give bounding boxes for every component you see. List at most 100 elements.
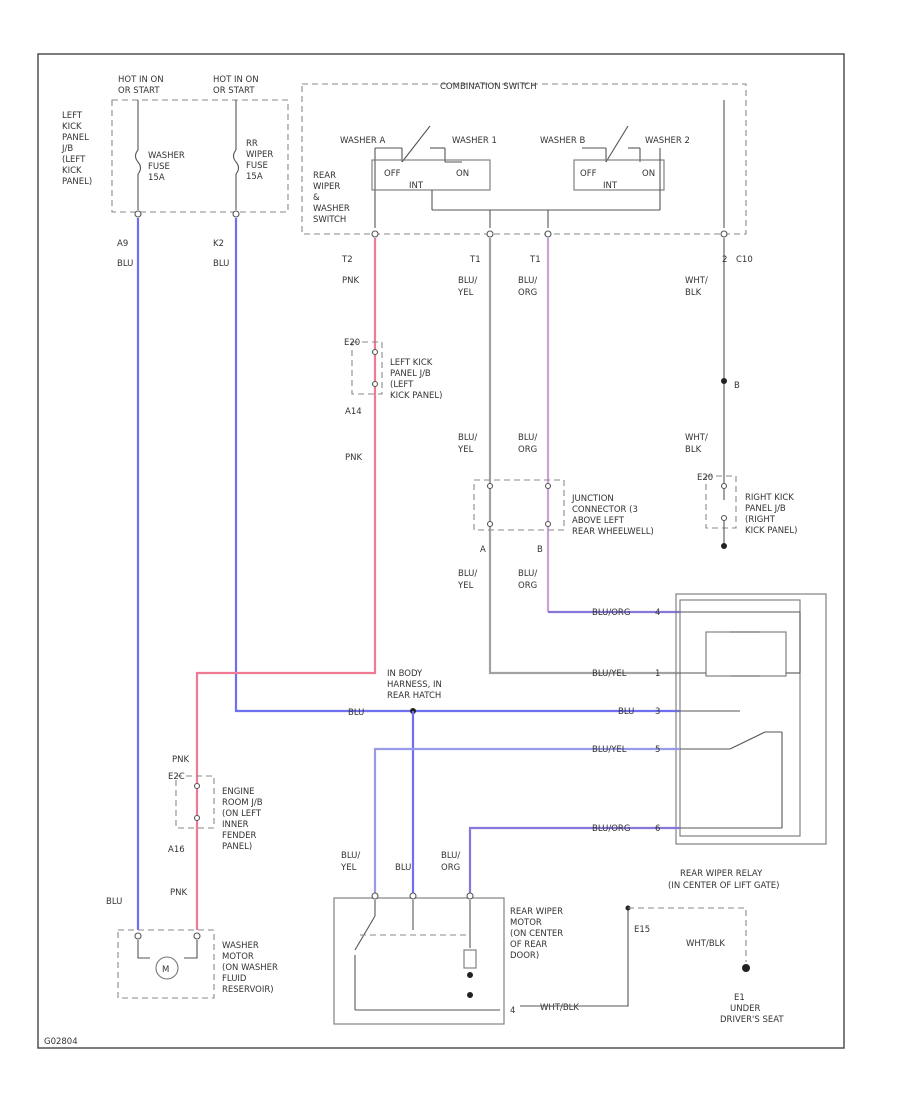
- switch-pin-t2: [371, 230, 379, 238]
- relay-wire-4: BLU/YEL: [592, 745, 627, 755]
- svg-text:HARNESS, IN: HARNESS, IN: [387, 680, 442, 690]
- svg-text:E1: E1: [734, 993, 745, 1003]
- rear-wiper-relay-box: [679, 599, 801, 837]
- svg-text:(ON LEFT: (ON LEFT: [222, 809, 262, 819]
- wire-label-blu-org-2: BLU/: [518, 433, 537, 443]
- wire-label-org-2: ORG: [518, 445, 537, 455]
- wire-label-splice-b: B: [734, 381, 740, 391]
- washer-fuse: WASHER FUSE 15A: [134, 100, 185, 210]
- switch-b-off: OFF: [580, 169, 597, 179]
- relay-coil: [680, 611, 801, 677]
- splice-b: [721, 378, 727, 384]
- wire-label-k2: K2: [213, 239, 224, 249]
- rear-wiper-motor-internals: [354, 900, 500, 1011]
- switch-a-on: ON: [456, 169, 469, 179]
- wire-label-e15: E15: [634, 925, 650, 935]
- svg-text:INNER: INNER: [222, 820, 249, 830]
- fuse-panel-box: [111, 99, 289, 213]
- wire-label-pnk-t2: PNK: [342, 276, 359, 286]
- relay-pin-1: 4: [655, 608, 660, 618]
- ground-e1-dot: [742, 964, 750, 972]
- wire-label-blu-4: BLU: [106, 897, 122, 907]
- svg-text:WASHER: WASHER: [222, 941, 259, 951]
- svg-text:PANEL: PANEL: [62, 133, 89, 143]
- relay-wire-3: BLU: [618, 707, 634, 717]
- svg-text:(ON CENTER: (ON CENTER: [510, 929, 563, 939]
- switch-pin-t1b: [544, 230, 552, 238]
- svg-text:REAR: REAR: [313, 171, 336, 181]
- wire-t1-blu-yel: [488, 238, 680, 675]
- fuse-panel-label: LEFT KICK PANEL J/B (LEFT KICK PANEL): [61, 111, 92, 187]
- svg-text:FUSE: FUSE: [148, 162, 170, 172]
- fuse-pin-k2: [232, 210, 240, 218]
- switch-pin-2: [720, 230, 728, 238]
- svg-text:JUNCTION: JUNCTION: [571, 494, 614, 504]
- wire-k2-blu: [234, 218, 680, 713]
- svg-text:KICK PANEL): KICK PANEL): [390, 391, 442, 401]
- wire-label-yel-2: YEL: [457, 445, 474, 455]
- wire-label-blu-org-3: BLU/: [518, 569, 537, 579]
- wire-label-yel-3: YEL: [457, 581, 474, 591]
- switch-a-off: OFF: [384, 169, 401, 179]
- wire-label-blu-yel-3: BLU/: [458, 569, 477, 579]
- combination-switch-box: [301, 83, 747, 235]
- wire-label-wht-blk-1: WHT/: [685, 276, 708, 286]
- diagram-frame: [37, 53, 845, 1049]
- wire-label-blu-a9: BLU: [117, 259, 133, 269]
- engine-room-pin-label: E2C: [168, 772, 185, 782]
- right-kick-label: RIGHT KICK PANEL J/B (RIGHT KICK PANEL): [745, 493, 797, 536]
- svg-text:WIPER: WIPER: [313, 182, 340, 192]
- wire-blu-org-motor: [468, 826, 680, 893]
- wire-label-wht-blk-2: WHT/: [685, 433, 708, 443]
- svg-text:PANEL J/B: PANEL J/B: [745, 504, 786, 514]
- wire-label-blu-org-5: BLU/: [441, 851, 460, 861]
- washer-switch-b: [547, 125, 665, 228]
- fuse-hot-label-2: HOT IN ON: [213, 75, 259, 85]
- svg-text:RESERVOIR): RESERVOIR): [222, 985, 274, 995]
- svg-text:IN BODY: IN BODY: [387, 669, 423, 679]
- wire-label-blu-yel-2: BLU/: [458, 433, 477, 443]
- wire-label-pnk-2: PNK: [345, 453, 362, 463]
- svg-text:REAR WIPER: REAR WIPER: [510, 907, 563, 917]
- wire-label-a16: A16: [168, 845, 185, 855]
- wire-label-blu-mid: BLU: [348, 708, 364, 718]
- wire-label-t1b: T1: [529, 255, 541, 265]
- rear-wiper-motor-outer: [333, 897, 505, 1025]
- switch-a-int: INT: [409, 181, 424, 191]
- wire-label-t1a: T1: [469, 255, 481, 265]
- washer-b-label: WASHER B: [540, 136, 586, 146]
- svg-text:OF REAR: OF REAR: [510, 940, 547, 950]
- fuse-hot-label-1: HOT IN ON: [118, 75, 164, 85]
- wire-label-blk-2: BLK: [685, 445, 702, 455]
- wire-blu-yel-relay: [373, 747, 680, 893]
- ground-e1-label: E1 UNDER DRIVER'S SEAT: [720, 993, 784, 1025]
- wire-label-yel-1: YEL: [457, 288, 474, 298]
- svg-text:UNDER: UNDER: [730, 1004, 760, 1014]
- wire-t2-pnk: [195, 238, 377, 930]
- relay-wire-2: BLU/YEL: [592, 669, 627, 679]
- svg-text:J/B: J/B: [61, 144, 73, 154]
- right-kick-pin-label: E20: [697, 473, 713, 483]
- svg-text:DRIVER'S SEAT: DRIVER'S SEAT: [720, 1015, 784, 1025]
- combination-switch-title: COMBINATION SWITCH: [440, 82, 537, 92]
- wire-label-wht-blk-3: WHT/BLK: [540, 1003, 579, 1013]
- switch-pin-t1a: [486, 230, 494, 238]
- rear-wiper-relay-outer: [675, 593, 827, 845]
- ground-e1-link: [628, 907, 747, 962]
- svg-text:15A: 15A: [246, 172, 263, 182]
- svg-text:MOTOR: MOTOR: [222, 952, 254, 962]
- svg-text:FLUID: FLUID: [222, 974, 247, 984]
- footer-code: G02804: [44, 1037, 78, 1047]
- svg-text:PANEL): PANEL): [62, 177, 92, 187]
- ground-point: [721, 543, 727, 549]
- left-kick-connector: [351, 341, 383, 395]
- left-kick-pin-label: E20: [344, 338, 360, 348]
- svg-text:WASHER: WASHER: [148, 151, 185, 161]
- washer-switch-a: [371, 125, 660, 228]
- relay-label-1: REAR WIPER RELAY: [680, 869, 763, 879]
- relay-switch: [680, 710, 783, 829]
- fuse-hot-label-2b: OR START: [213, 86, 255, 96]
- wire-label-pnk-3: PNK: [172, 755, 189, 765]
- svg-text:PANEL J/B: PANEL J/B: [390, 369, 431, 379]
